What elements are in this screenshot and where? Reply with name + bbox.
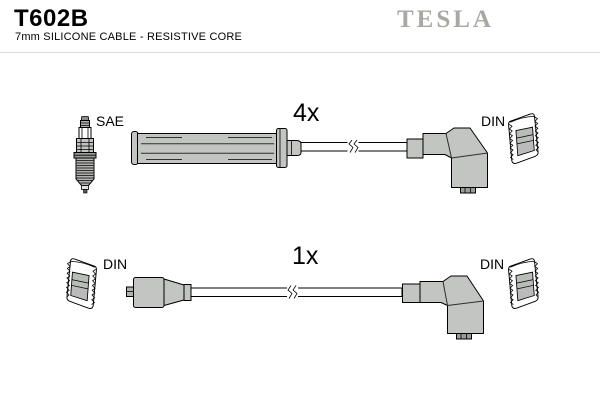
row2-right-connector-label: DIN [480,256,505,272]
row1-quantity-label: 4x [293,99,320,127]
part-number: T602B [14,5,89,32]
cable-row-1 [73,113,540,194]
ferrule [406,138,424,159]
cable-row-2 [65,258,540,340]
din-socket-icon [508,113,540,164]
din-socket-icon [65,258,97,309]
din-socket-icon [508,258,540,309]
header-divider [0,52,600,53]
cable-wire [190,285,403,299]
row1-right-connector-label: DIN [481,113,506,129]
product-description: 7mm SILICONE CABLE - RESISTIVE CORE [15,31,243,43]
row1-left-connector-label: SAE [96,113,125,129]
row2-quantity-label: 1x [292,242,319,270]
distributor-boot [126,277,192,308]
cable-wire [300,139,408,153]
elbow-boot [422,127,488,194]
row2-left-connector-label: DIN [103,256,128,272]
elbow-boot [419,275,484,340]
ferrule [402,283,421,303]
spark-plug-icon [73,116,97,194]
straight-boot [131,128,302,168]
tesla-logo: TESLA [397,6,494,33]
